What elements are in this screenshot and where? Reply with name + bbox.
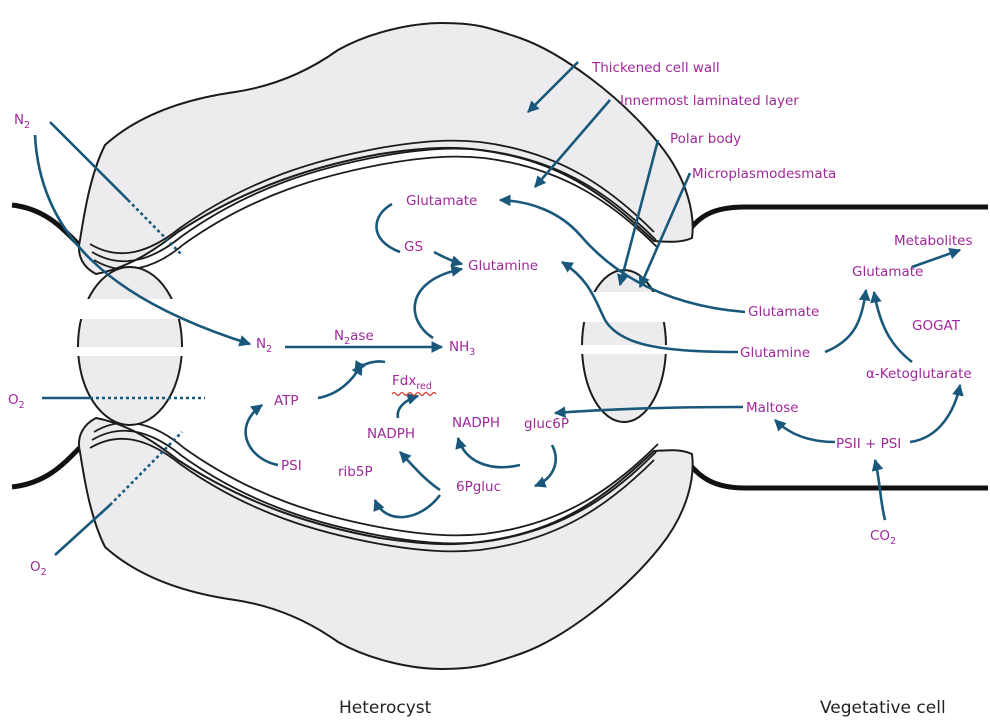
label-fdx-red: Fdxred bbox=[392, 373, 432, 392]
thickened-cell-wall-bottom bbox=[79, 418, 693, 669]
label-co2: CO2 bbox=[870, 528, 896, 547]
label-n2ase: N2ase bbox=[334, 328, 374, 347]
label-rib5p: rib5P bbox=[338, 464, 373, 480]
label-nadph-left: NADPH bbox=[367, 426, 415, 442]
label-nh3: NH3 bbox=[449, 339, 475, 358]
label-glutamine-center: Glutamine bbox=[468, 258, 538, 274]
label-gs: GS bbox=[404, 239, 423, 255]
label-microplasmodesmata: Microplasmodesmata bbox=[692, 166, 836, 182]
label-innermost-laminated-layer: Innermost laminated layer bbox=[620, 93, 799, 109]
label-maltose: Maltose bbox=[746, 400, 799, 416]
label-psii-psi: PSII + PSI bbox=[836, 436, 901, 452]
label-gluc6p: gluc6P bbox=[524, 416, 569, 432]
label-alpha-ketoglutarate: α-Ketoglutarate bbox=[866, 366, 972, 382]
label-o2-left: O2 bbox=[8, 392, 25, 411]
label-glutamine-transfer: Glutamine bbox=[740, 345, 810, 361]
label-glutamate-transfer: Glutamate bbox=[748, 304, 819, 320]
label-psi: PSI bbox=[281, 458, 302, 474]
label-6pgluc: 6Pgluc bbox=[456, 479, 501, 495]
label-atp: ATP bbox=[274, 393, 299, 409]
label-metabolites: Metabolites bbox=[894, 233, 972, 249]
label-glutamate-vegetative: Glutamate bbox=[852, 264, 923, 280]
caption-vegetative-cell: Vegetative cell bbox=[820, 698, 946, 718]
label-nadph-right: NADPH bbox=[452, 415, 500, 431]
label-polar-body: Polar body bbox=[670, 131, 741, 147]
label-thickened-cell-wall: Thickened cell wall bbox=[591, 60, 720, 76]
label-n2-outside: N2 bbox=[14, 112, 30, 131]
label-n2-inside: N2 bbox=[256, 336, 272, 355]
label-glutamate-top: Glutamate bbox=[406, 193, 477, 209]
label-o2-bottom: O2 bbox=[30, 559, 47, 578]
caption-heterocyst: Heterocyst bbox=[339, 698, 432, 718]
label-gogat: GOGAT bbox=[912, 318, 961, 334]
fdx-squiggle-underline bbox=[392, 393, 436, 396]
